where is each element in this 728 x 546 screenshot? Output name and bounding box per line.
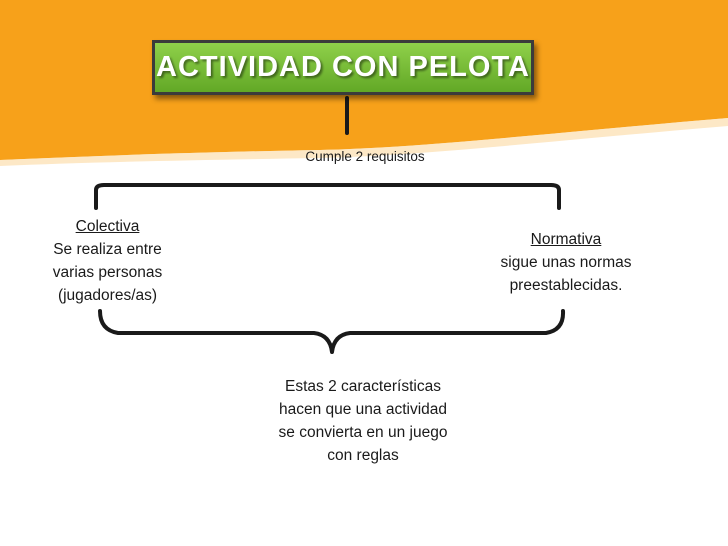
right-node-heading: Normativa bbox=[530, 231, 602, 248]
right-node-line-2: preestablecidas. bbox=[509, 277, 623, 294]
right-node-line-1: sigue unas normas bbox=[500, 254, 632, 271]
bottom-node-line-1: Estas 2 características bbox=[285, 378, 441, 395]
bottom-node-line-3: se convierta en un juego bbox=[278, 424, 448, 441]
left-node-line-1: Se realiza entre bbox=[53, 241, 162, 258]
connector-label: Cumple 2 requisitos bbox=[305, 149, 425, 164]
title-box: Actividad con pelota bbox=[152, 40, 534, 95]
banner-wave-highlight bbox=[0, 118, 728, 166]
left-node-heading: Colectiva bbox=[75, 218, 140, 235]
page-title: Actividad con pelota bbox=[156, 51, 530, 83]
left-node-line-2: varias personas bbox=[52, 264, 163, 281]
left-node: Colectiva Se realiza entre varias person… bbox=[40, 215, 175, 307]
top-bracket bbox=[94, 183, 561, 210]
right-node: Normativa sigue unas normas preestableci… bbox=[486, 228, 646, 297]
bottom-node-line-4: con reglas bbox=[327, 447, 399, 464]
bottom-node-line-2: hacen que una actividad bbox=[278, 401, 448, 418]
left-node-line-3: (jugadores/as) bbox=[57, 287, 158, 304]
bottom-node: Estas 2 características hacen que una ac… bbox=[258, 375, 468, 467]
bottom-brace bbox=[98, 309, 566, 354]
